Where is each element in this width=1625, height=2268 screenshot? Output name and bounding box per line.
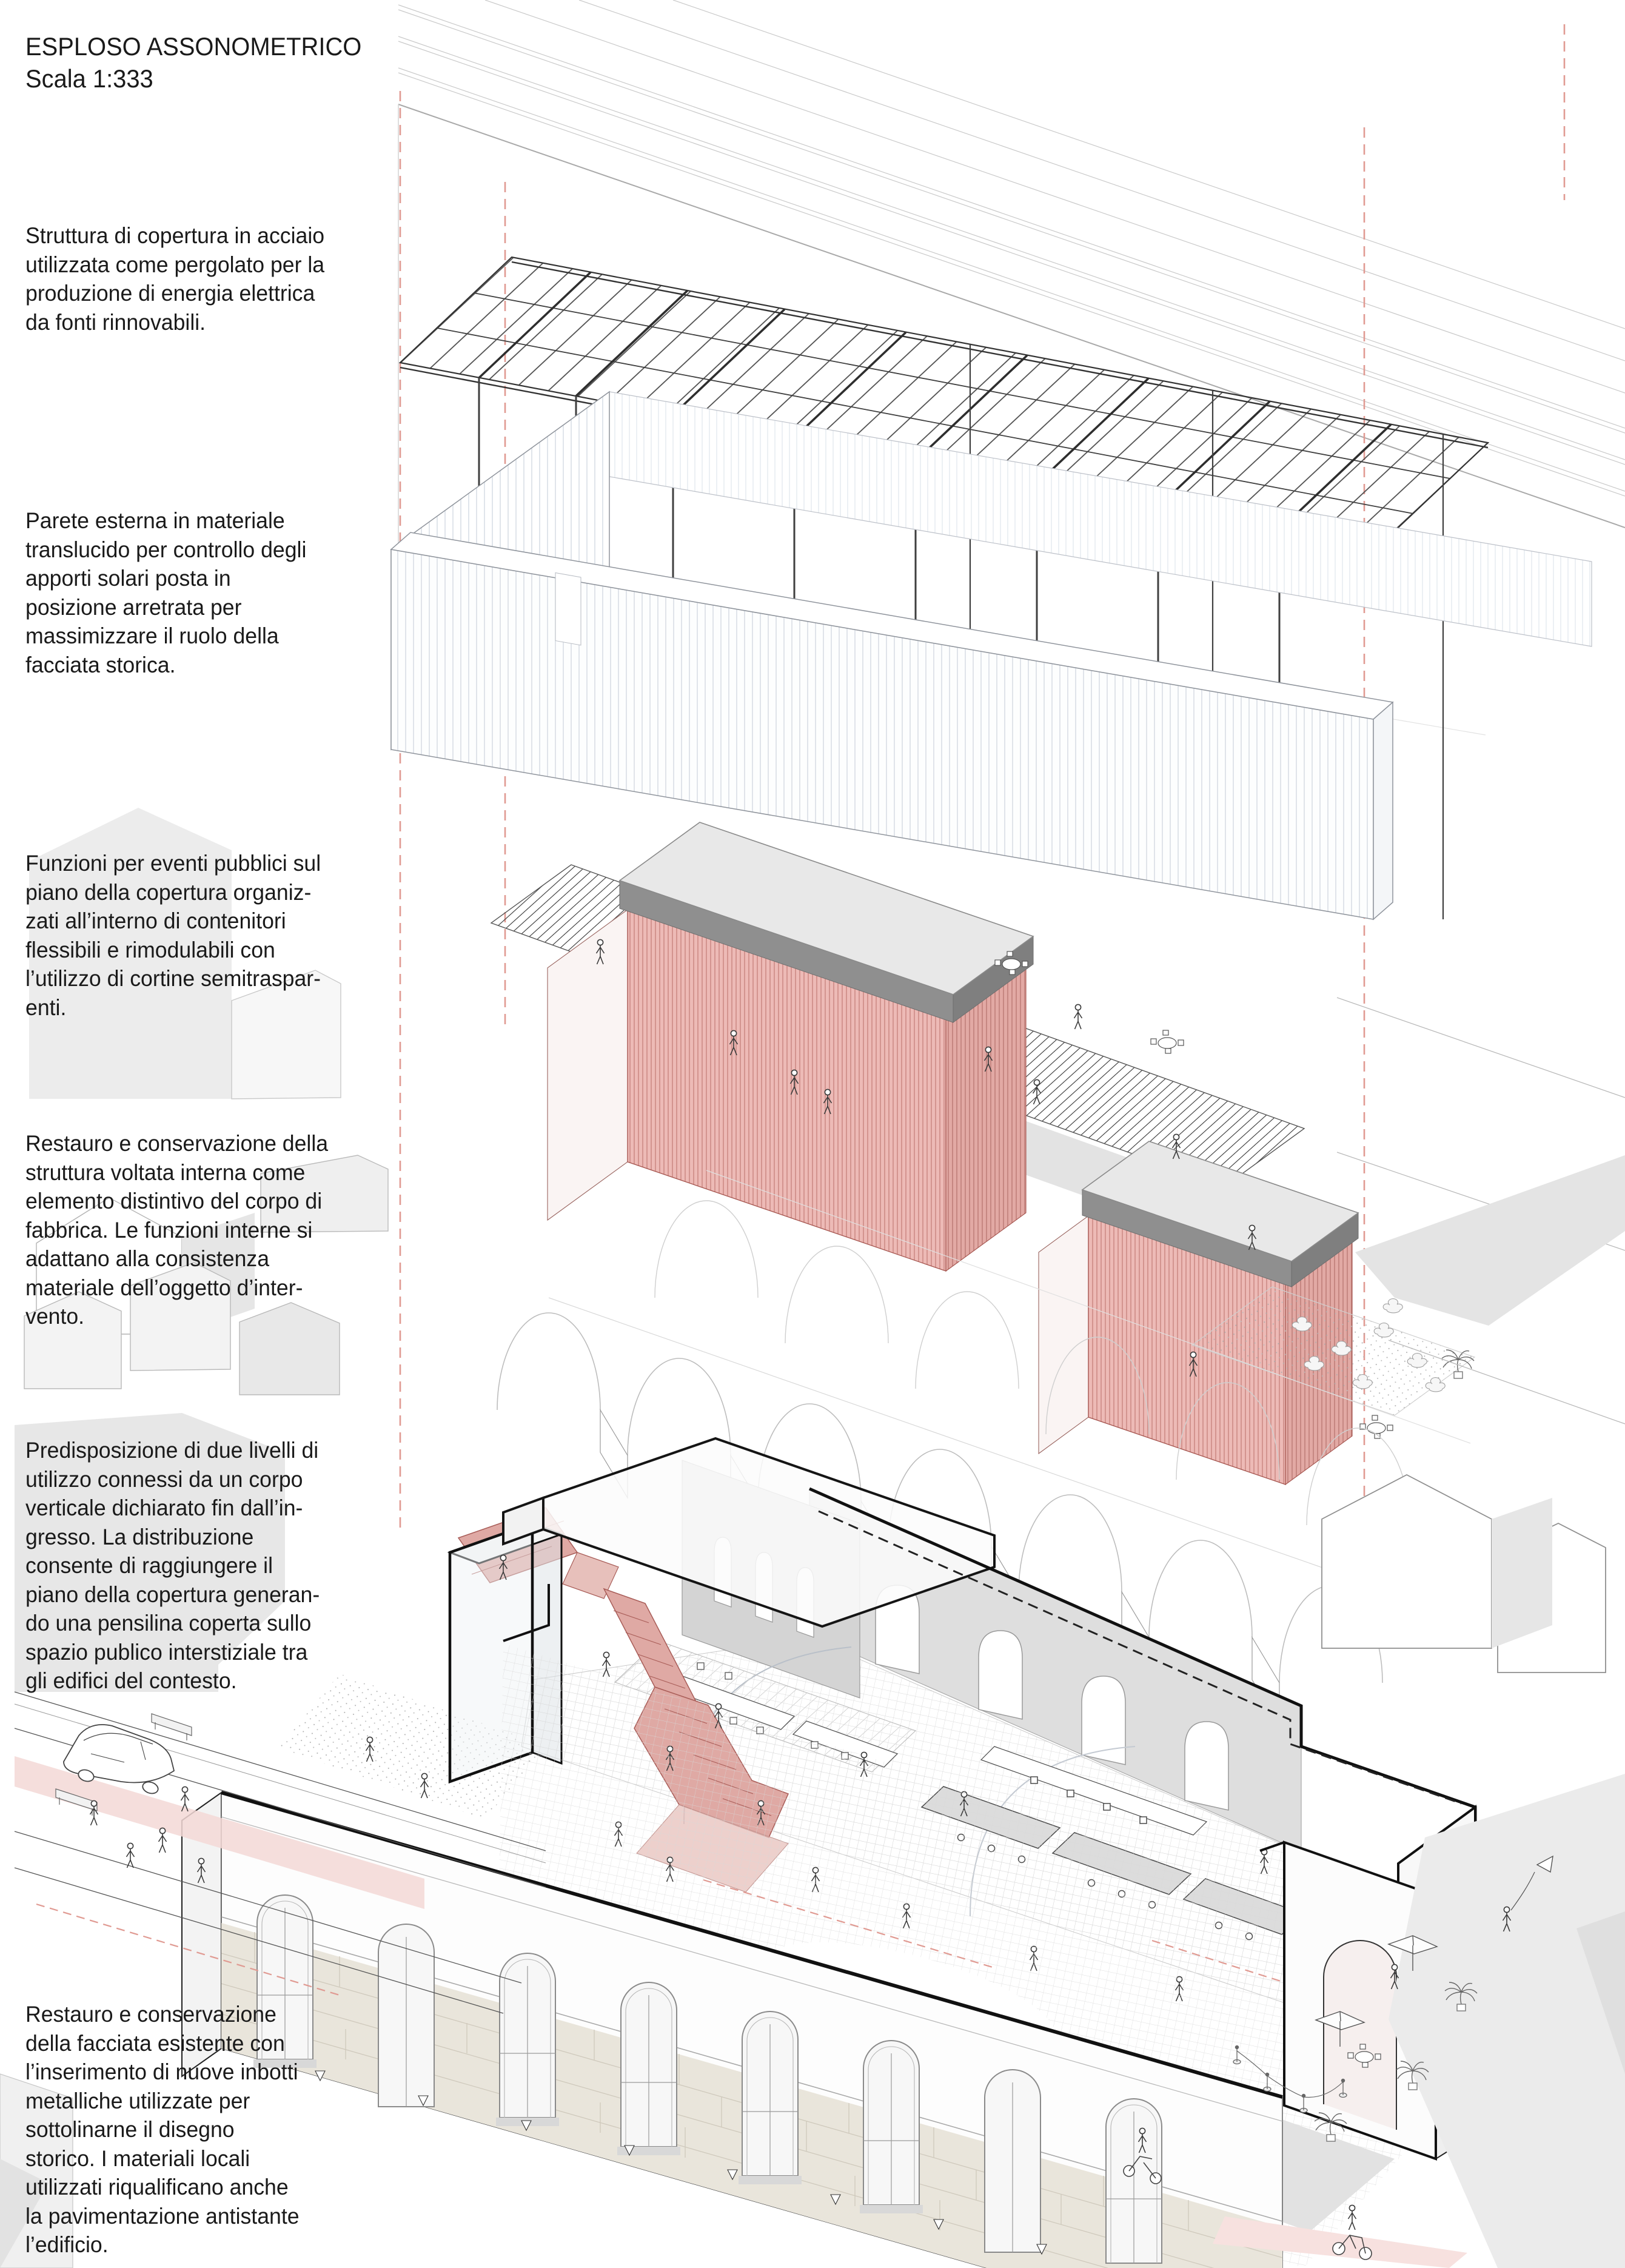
annotation-facade-restoration: Restauro e conservazione della facciata … [25, 2001, 300, 2257]
bike-lane [15, 1756, 424, 1909]
annotation-roof-events: Funzioni per eventi pubblici sul piano d… [25, 850, 321, 1020]
street-left [14, 1691, 546, 2014]
roof-terrace-layer [490, 822, 1476, 1486]
context-planes-right [1336, 997, 1625, 1424]
cafe-zone [1233, 1935, 1478, 2142]
event-box-1 [547, 822, 1034, 1272]
title-line2: Scala 1:333 [25, 64, 153, 93]
context-corner-bottom-left [0, 2073, 73, 2268]
title-line1: ESPLOSO ASSONOMETRICO [25, 32, 362, 61]
translucent-wall-layer [390, 391, 1592, 921]
annotation-two-levels: Predisposizione di due livelli di utiliz… [25, 1437, 320, 1693]
annotation-translucent-wall: Parete esterna in materiale translucido … [25, 508, 307, 677]
benches [55, 1713, 192, 1816]
context-buildings-left [24, 808, 389, 1395]
back-wall-arches [875, 1585, 1229, 1811]
cyclist [1332, 2204, 1372, 2260]
context-roof [398, 0, 1625, 736]
context-slab-left [15, 1413, 546, 1819]
kite-person [1502, 1855, 1553, 1932]
street-context-right [1123, 1774, 1625, 2268]
car [63, 1724, 175, 1794]
context-gables-right [1321, 1474, 1606, 1673]
facade-arched-windows [253, 1894, 1162, 2264]
event-box-2 [1038, 1141, 1359, 1486]
scooter [1123, 2127, 1162, 2184]
page-title: ESPLOSO ASSONOMETRICO Scala 1:333 [25, 30, 361, 95]
section-cut-teeth [315, 2070, 1047, 2255]
canopy-pensilina [502, 1437, 996, 1628]
annotation-vaulted-structure: Restauro e conservazione della struttura… [25, 1130, 329, 1329]
annotation-roof-structure: Struttura di copertura in acciaio utiliz… [25, 223, 325, 335]
